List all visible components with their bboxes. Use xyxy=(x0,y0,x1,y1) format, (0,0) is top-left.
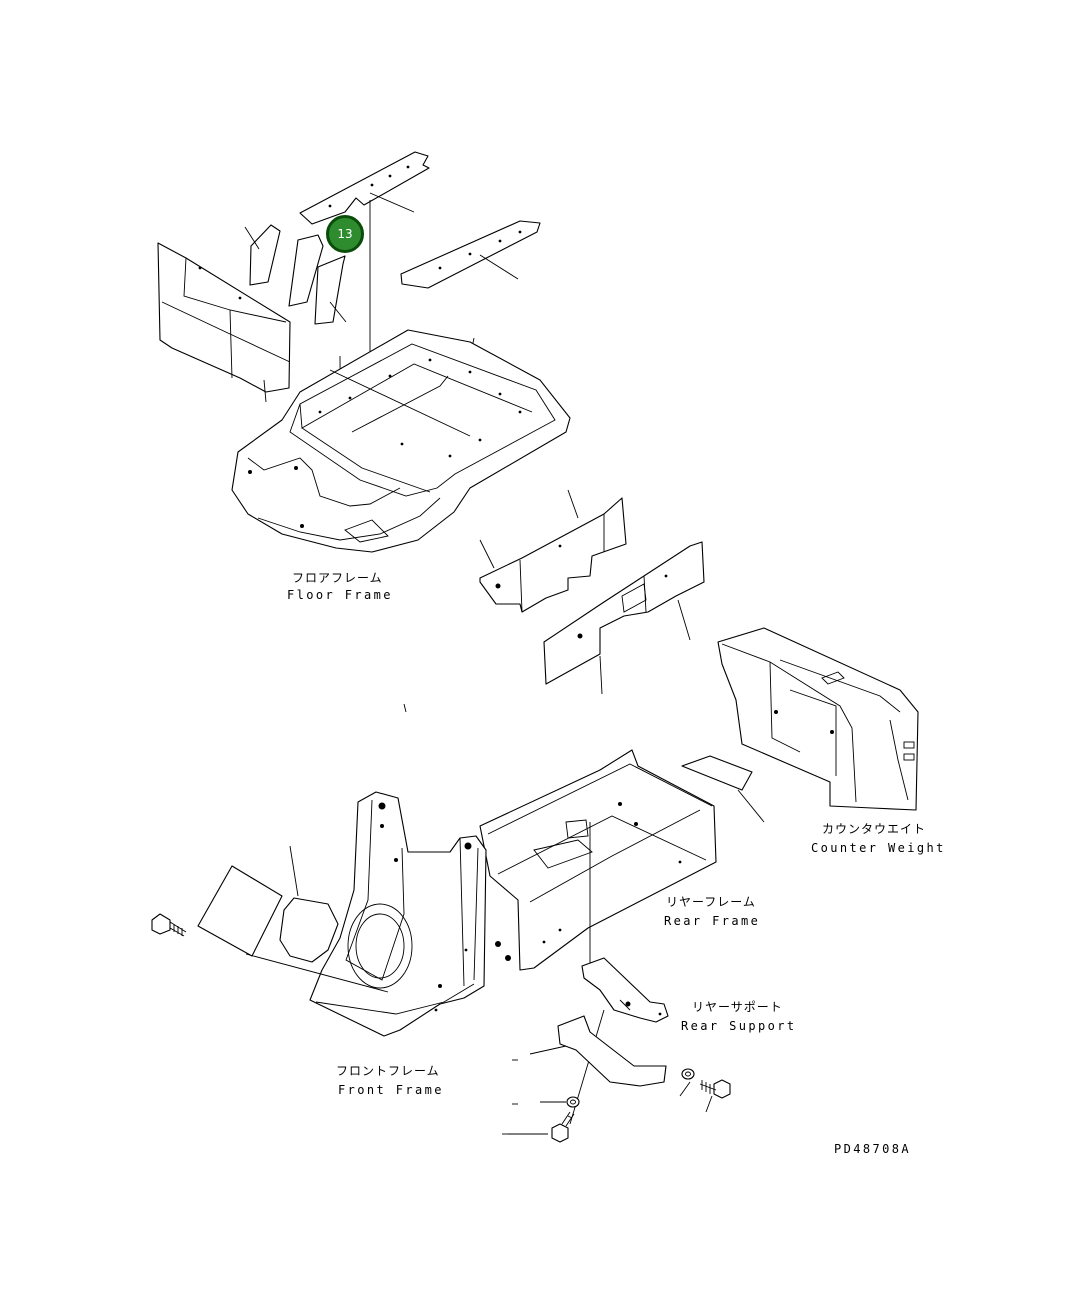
washer-and-bolt-right xyxy=(679,1068,731,1113)
top-cover-plate-1 xyxy=(299,151,430,225)
front-frame-label-en: Front Frame xyxy=(338,1083,444,1097)
counterweight-pad xyxy=(681,755,765,823)
drawing-number: PD48708A xyxy=(834,1142,911,1156)
side-pads xyxy=(244,224,347,325)
floor-frame-label-en: Floor Frame xyxy=(287,588,393,602)
rear-frame-label-en: Rear Frame xyxy=(664,914,761,928)
side-plate-upper xyxy=(479,489,627,613)
rear-frame xyxy=(479,749,717,971)
counter-weight-label-en: Counter Weight xyxy=(811,841,946,855)
rear-support-label-jp: リヤーサポート xyxy=(692,1000,783,1014)
rear-support-label-en: Rear Support xyxy=(681,1019,797,1033)
floor-frame xyxy=(231,329,571,553)
washer-and-bolt-left xyxy=(508,1096,580,1143)
side-plate-lower xyxy=(543,541,705,695)
lower-support-plate xyxy=(529,1015,667,1087)
front-frame-cover-plates xyxy=(197,845,389,993)
floor-frame-label-jp: フロアフレーム xyxy=(292,571,383,585)
bolt-left xyxy=(151,913,187,937)
counter-weight-label-jp: カウンタウエイト xyxy=(822,822,927,836)
rear-frame-label-jp: リヤーフレーム xyxy=(666,895,756,909)
top-cover-plate-2 xyxy=(400,220,541,289)
front-frame-label-jp: フロントフレーム xyxy=(336,1064,440,1078)
callout-13[interactable]: 13 xyxy=(326,215,364,253)
front-frame xyxy=(309,791,487,1037)
counter-weight xyxy=(717,627,919,811)
front-cover-panel xyxy=(157,242,291,403)
